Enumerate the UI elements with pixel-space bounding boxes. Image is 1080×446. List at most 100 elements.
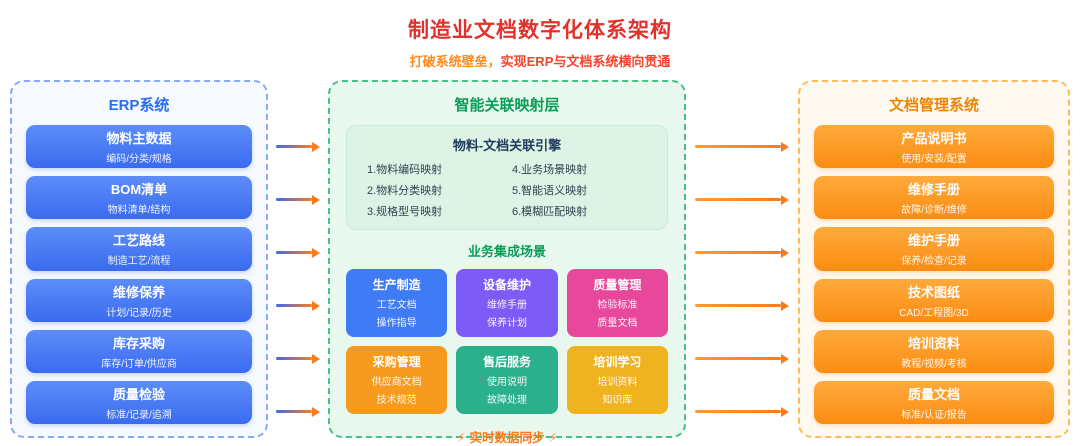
arrow-right-icon xyxy=(276,406,320,417)
arrow-right-icon xyxy=(276,247,320,258)
scenario-title: 培训学习 xyxy=(593,355,642,369)
mapping-panel-title: 智能关联映射层 xyxy=(454,97,560,114)
erp-item-title: 库存采购 xyxy=(112,335,165,351)
docs-item-list: 产品说明书 使用/安装/配置 维修手册 故障/诊断/维修 维护手册 保养/检查/… xyxy=(814,125,1054,425)
scenario-title: 生产制造 xyxy=(372,278,421,292)
erp-item-title: 工艺路线 xyxy=(112,233,165,249)
doc-item: 质量文档 标准/认证/报告 xyxy=(814,380,1054,425)
arrow-right-icon xyxy=(695,247,789,258)
doc-item-title: 技术图纸 xyxy=(907,284,960,300)
erp-item: 库存采购 库存/订单/供应商 xyxy=(26,329,252,373)
arrow-right-icon xyxy=(276,141,320,152)
scenario-line: 工艺文档 xyxy=(376,300,417,311)
scenario-card: 质量管理 检验标准 质量文档 xyxy=(566,269,668,337)
arrow-right-icon xyxy=(695,300,789,311)
erp-item-sub: 计划/记录/历史 xyxy=(106,307,172,319)
scenario-line: 检验标准 xyxy=(597,300,638,311)
scenario-title: 采购管理 xyxy=(372,355,421,369)
engine-item: 1.物料编码映射 xyxy=(367,164,443,176)
erp-item-sub: 库存/订单/供应商 xyxy=(101,358,177,370)
diagram-body: ERP系统 物料主数据 编码/分类/规格 BOM清单 物料清单/结构 工艺路线 … xyxy=(10,80,1070,445)
lightning-icon: ⚡ xyxy=(548,431,558,445)
engine-item: 6.模糊匹配映射 xyxy=(512,206,588,218)
doc-item-sub: 教程/视频/考核 xyxy=(901,358,967,370)
scenario-card: 培训学习 培训资料 知识库 xyxy=(566,346,668,414)
erp-item: 工艺路线 制造工艺/流程 xyxy=(26,227,252,271)
erp-item: BOM清单 物料清单/结构 xyxy=(26,176,252,220)
engine-item: 4.业务场景映射 xyxy=(512,164,588,176)
scenario-line: 质量文档 xyxy=(597,318,638,329)
arrow-right-icon xyxy=(276,194,320,205)
doc-item-title: 维护手册 xyxy=(907,233,960,249)
erp-item: 维修保养 计划/记录/历史 xyxy=(26,278,252,322)
scenario-card: 售后服务 使用说明 故障处理 xyxy=(456,346,558,414)
erp-item-sub: 物料清单/结构 xyxy=(107,205,171,217)
doc-item: 技术图纸 CAD/工程图/3D xyxy=(814,278,1054,322)
erp-item-title: 物料主数据 xyxy=(106,131,172,147)
engine-item-grid: 1.物料编码映射 4.业务场景映射 2.物料分类映射 5.智能语义映射 3.规格… xyxy=(359,161,655,219)
scenario-card: 生产制造 工艺文档 操作指导 xyxy=(346,269,448,337)
scenario-grid: 生产制造 工艺文档 操作指导 设备维护 维修手册 保养计划 质量管理 检验标准 … xyxy=(344,269,670,414)
doc-item-sub: 保养/检查/记录 xyxy=(901,256,967,268)
lightning-icon: ⚡ xyxy=(456,431,466,445)
doc-item-title: 维修手册 xyxy=(907,182,960,198)
engine-item: 2.物料分类映射 xyxy=(367,185,443,197)
scenario-line: 维修手册 xyxy=(486,300,527,311)
arrow-right-icon xyxy=(276,353,320,364)
page-title: 制造业文档数字化体系架构 xyxy=(408,19,672,42)
engine-title: 物料-文档关联引擎 xyxy=(452,138,562,153)
erp-panel: ERP系统 物料主数据 编码/分类/规格 BOM清单 物料清单/结构 工艺路线 … xyxy=(10,80,268,438)
scenarios-title: 业务集成场景 xyxy=(467,244,546,259)
erp-item-title: 质量检验 xyxy=(112,386,165,402)
docs-panel: 文档管理系统 产品说明书 使用/安装/配置 维修手册 故障/诊断/维修 维护手册… xyxy=(798,80,1070,438)
diagram-header: 制造业文档数字化体系架构 打破系统壁垒，实现ERP与文档系统横向贯通 xyxy=(0,14,1080,70)
scenario-line: 保养计划 xyxy=(486,318,527,329)
mapping-to-docs-arrows xyxy=(686,80,798,438)
scenario-title: 设备维护 xyxy=(482,278,531,292)
erp-item: 质量检验 标准/记录/追溯 xyxy=(26,380,252,425)
arrow-right-icon xyxy=(695,141,789,152)
docs-panel-title: 文档管理系统 xyxy=(888,97,979,114)
scenario-line: 供应商文档 xyxy=(371,377,422,388)
erp-to-mapping-arrows xyxy=(268,80,328,438)
doc-item-title: 产品说明书 xyxy=(901,131,967,147)
erp-item-title: 维修保养 xyxy=(112,284,165,300)
scenario-title: 质量管理 xyxy=(593,278,642,292)
erp-item-sub: 编码/分类/规格 xyxy=(106,154,172,166)
doc-item-sub: 标准/认证/报告 xyxy=(901,409,967,421)
scenario-line: 技术规范 xyxy=(376,395,417,406)
engine-item: 3.规格型号映射 xyxy=(367,206,443,218)
scenario-line: 操作指导 xyxy=(376,318,417,329)
erp-item: 物料主数据 编码/分类/规格 xyxy=(26,125,252,169)
subtitle-part2: 实现ERP与文档系统横向贯通 xyxy=(500,54,671,69)
sync-status-label: ⚡实时数据同步⚡ xyxy=(344,427,670,446)
arrow-right-icon xyxy=(695,353,789,364)
scenario-title: 售后服务 xyxy=(482,355,531,369)
doc-item-title: 质量文档 xyxy=(907,386,960,402)
page-subtitle: 打破系统壁垒，实现ERP与文档系统横向贯通 xyxy=(0,51,1080,70)
scenario-card: 设备维护 维修手册 保养计划 xyxy=(456,269,558,337)
scenario-line: 知识库 xyxy=(602,395,633,406)
scenario-line: 故障处理 xyxy=(486,395,527,406)
scenario-line: 使用说明 xyxy=(486,377,527,388)
engine-item: 5.智能语义映射 xyxy=(512,185,588,197)
doc-item-sub: 使用/安装/配置 xyxy=(901,154,967,166)
erp-item-title: BOM清单 xyxy=(110,182,168,198)
erp-item-sub: 制造工艺/流程 xyxy=(107,256,171,268)
scenario-card: 采购管理 供应商文档 技术规范 xyxy=(346,346,448,414)
doc-item: 培训资料 教程/视频/考核 xyxy=(814,329,1054,373)
scenario-line: 培训资料 xyxy=(597,377,638,388)
arrow-right-icon xyxy=(695,194,789,205)
erp-item-list: 物料主数据 编码/分类/规格 BOM清单 物料清单/结构 工艺路线 制造工艺/流… xyxy=(26,125,252,425)
arrow-right-icon xyxy=(695,406,789,417)
erp-item-sub: 标准/记录/追溯 xyxy=(106,409,172,421)
sync-text: 实时数据同步 xyxy=(469,431,545,445)
doc-item: 维修手册 故障/诊断/维修 xyxy=(814,176,1054,220)
erp-panel-title: ERP系统 xyxy=(108,97,170,114)
doc-item-sub: CAD/工程图/3D xyxy=(899,307,969,319)
association-engine-box: 物料-文档关联引擎 1.物料编码映射 4.业务场景映射 2.物料分类映射 5.智… xyxy=(346,125,668,230)
doc-item-title: 培训资料 xyxy=(907,335,960,351)
doc-item: 维护手册 保养/检查/记录 xyxy=(814,227,1054,271)
doc-item: 产品说明书 使用/安装/配置 xyxy=(814,125,1054,169)
